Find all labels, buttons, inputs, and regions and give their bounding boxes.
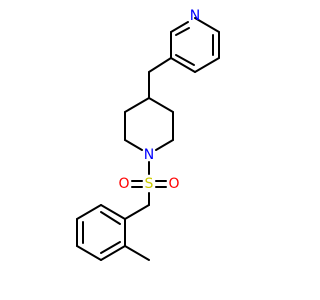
sulfonyl-group — [131, 180, 167, 188]
bond — [100, 241, 121, 254]
bond — [76, 245, 102, 261]
bond — [194, 17, 220, 33]
bond — [175, 54, 195, 66]
bond — [76, 204, 102, 220]
bond — [124, 245, 150, 261]
bond — [124, 97, 150, 113]
molecule-canvas: N N S O O — [76, 8, 220, 261]
sulfur-label: S — [145, 176, 154, 192]
bond — [100, 211, 121, 225]
bond — [124, 204, 150, 220]
piperidine-ring — [124, 97, 174, 151]
structure-drawing: N N S O O — [76, 8, 220, 261]
bond — [170, 21, 189, 33]
bond — [155, 139, 174, 151]
bond — [148, 97, 174, 113]
pyridine-nitrogen-label: N — [190, 8, 200, 24]
bond — [100, 204, 126, 220]
piperidine-nitrogen-label: N — [144, 147, 154, 163]
bond — [175, 27, 190, 36]
oxygen-left-label: O — [118, 176, 129, 192]
benzene-ring — [76, 204, 126, 261]
oxygen-right-label: O — [168, 176, 179, 192]
pyridine-ring — [170, 17, 220, 73]
bond — [100, 245, 126, 261]
bond — [170, 57, 196, 73]
bond — [148, 57, 172, 73]
bond — [194, 57, 220, 73]
bond — [124, 139, 143, 151]
